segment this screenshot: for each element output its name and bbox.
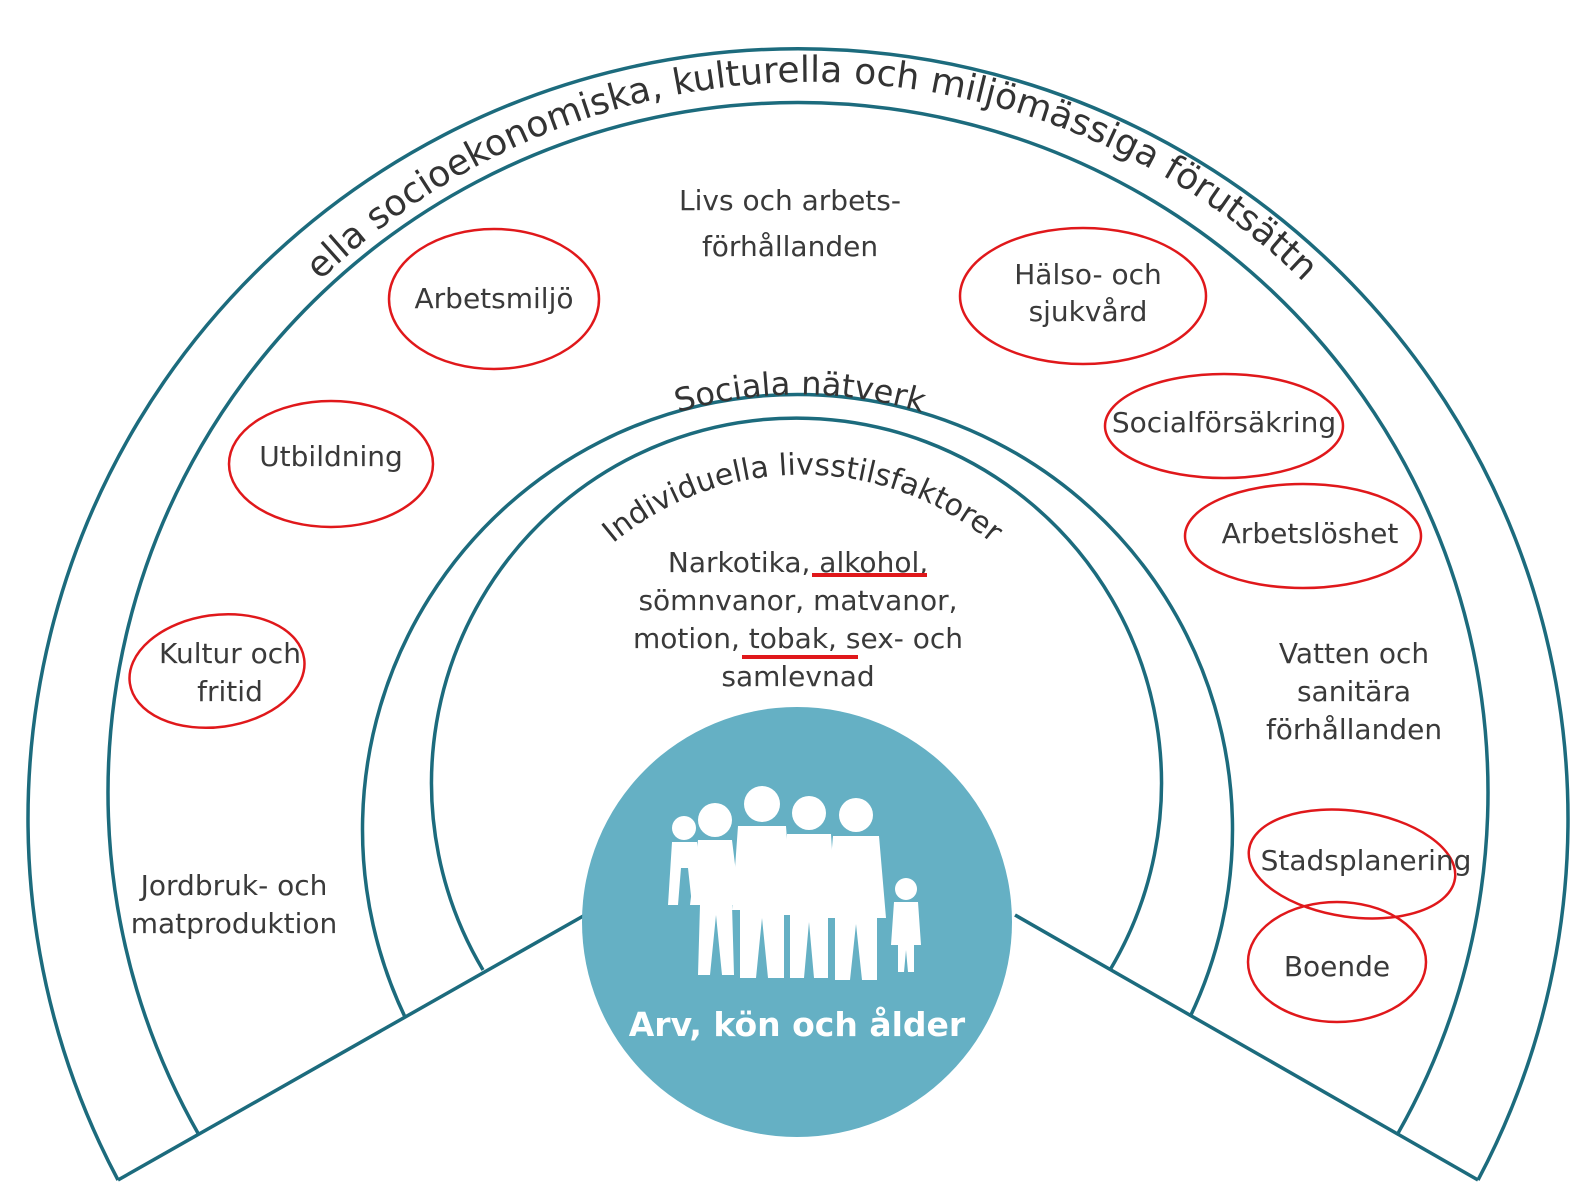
stadsplanering-highlight: [1247, 808, 1457, 920]
lifestyle-line-2: sömnvanor, matvanor,: [638, 584, 957, 617]
factor-kultur-1: Kultur och: [159, 637, 301, 670]
factor-utbildning: Utbildning: [259, 440, 403, 473]
lifestyle-line-4: samlevnad: [721, 660, 874, 693]
arbetsloshet-highlight: [1183, 482, 1423, 590]
outer-layer-title: Generella socioekonomiska, kulturella oc…: [0, 0, 1326, 289]
factor-kultur-2: fritid: [197, 675, 263, 708]
factor-arbetsmiljo: Arbetsmiljö: [415, 282, 574, 315]
factor-vatten-1: Vatten och: [1279, 637, 1429, 670]
factor-arbetsloshet: Arbetslöshet: [1222, 517, 1399, 550]
factor-vatten-2: sanitära: [1297, 675, 1411, 708]
center-label: Arv, kön och ålder: [629, 1005, 966, 1044]
factor-jordbruk-1: Jordbruk- och: [139, 869, 328, 902]
factor-vatten-3: förhållanden: [1266, 713, 1442, 746]
outer-inner-ring: [106, 100, 1490, 1136]
utbildning-highlight: [227, 399, 435, 529]
factor-halso-1: Hälso- och: [1014, 258, 1162, 291]
kultur-highlight: [128, 612, 306, 730]
socialforsakring-highlight: [1103, 372, 1345, 480]
halso-highlight: [958, 226, 1208, 366]
factor-stadsplanering: Stadsplanering: [1261, 844, 1472, 877]
outer-ring: [26, 47, 1570, 1181]
living-layer-title-1: Livs och arbets-: [679, 184, 901, 217]
lifestyle-line-3: motion, tobak, sex- och: [633, 622, 963, 655]
factor-socialforsakring: Socialförsäkring: [1112, 406, 1336, 439]
social-ring: [429, 416, 1164, 971]
arbetsmiljo-highlight: [387, 227, 601, 371]
social-layer-title: Sociala nätverk: [670, 364, 931, 420]
factor-halso-2: sjukvård: [1029, 295, 1148, 328]
left-base-line: [117, 913, 586, 1182]
factor-jordbruk-2: matproduktion: [131, 907, 338, 940]
right-base-line: [1014, 913, 1479, 1182]
factor-boende: Boende: [1284, 950, 1390, 983]
living-ring: [360, 392, 1235, 1018]
individual-layer-title: Individuella livsstilsfaktorer: [596, 448, 1010, 551]
family-silhouette-icon: [668, 786, 921, 980]
boende-highlight: [1246, 900, 1428, 1024]
living-layer-title-2: förhållanden: [702, 230, 878, 263]
